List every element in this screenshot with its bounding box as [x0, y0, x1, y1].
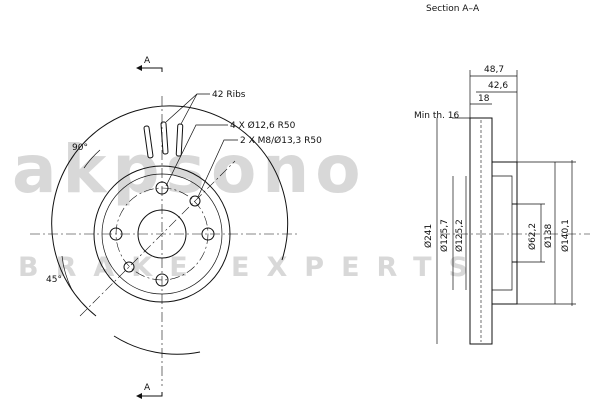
watermark-tagline: BRAKE EXPERTS — [18, 252, 485, 283]
dim-d-138: Ø138 — [543, 223, 554, 248]
section-marker-top — [142, 67, 163, 72]
bolt-holes-label: 4 X Ø12,6 R50 — [230, 120, 296, 131]
hat-flange — [492, 175, 513, 291]
disc-outer-edge-lower — [113, 335, 201, 355]
threaded-holes-leader — [197, 139, 238, 198]
section-arrow-bottom — [136, 393, 142, 399]
ribs-label: 42 Ribs — [212, 90, 246, 100]
front-view: 42 Ribs 4 X Ø12,6 R50 2 X M8/Ø13,3 R50 9… — [30, 56, 322, 399]
section-letter-top: A — [144, 56, 151, 66]
dim-42-6: 42,6 — [488, 81, 508, 91]
cooling-rib — [143, 125, 154, 159]
dim-d-241: Ø241 — [423, 224, 434, 248]
min-thickness-label: Min th. 16 — [414, 111, 460, 121]
hat-profile — [492, 161, 518, 305]
dim-d-125-7: Ø125,7 — [439, 219, 450, 252]
friction-ring-section — [469, 117, 493, 345]
dim-48-7: 48,7 — [484, 65, 504, 75]
angle-45-arc — [61, 255, 73, 291]
ribs-leader — [165, 93, 210, 123]
diagonal-center-line — [79, 160, 236, 317]
section-title: Section A–A — [426, 4, 480, 14]
angle-90-label: 90° — [72, 143, 88, 153]
threaded-hole — [123, 261, 135, 273]
dim-d-62-2: Ø62,2 — [527, 223, 538, 250]
bolt-holes-leader — [165, 124, 228, 187]
dim-18: 18 — [478, 94, 490, 104]
section-arrow-top — [136, 65, 142, 71]
angle-45-label: 45° — [46, 275, 62, 285]
dim-d-140-1: Ø140,1 — [560, 219, 571, 252]
watermark: akpsono BRAKE EXPERTS — [12, 131, 485, 283]
section-marker-bottom — [142, 392, 163, 397]
threaded-hole — [189, 195, 201, 207]
dim-d-125-2: Ø125,2 — [454, 219, 465, 252]
threaded-holes-label: 2 X M8/Ø13,3 R50 — [240, 135, 322, 146]
disc-outer-edge — [51, 105, 289, 317]
section-letter-bottom: A — [144, 383, 151, 393]
angle-90-arc — [83, 149, 101, 169]
cooling-rib — [160, 121, 169, 155]
cooling-rib — [175, 123, 184, 157]
section-view: Section A–A 48,7 42,6 18 Min th. 16 Ø241… — [414, 4, 590, 345]
ribs-leader-branch — [180, 93, 198, 125]
